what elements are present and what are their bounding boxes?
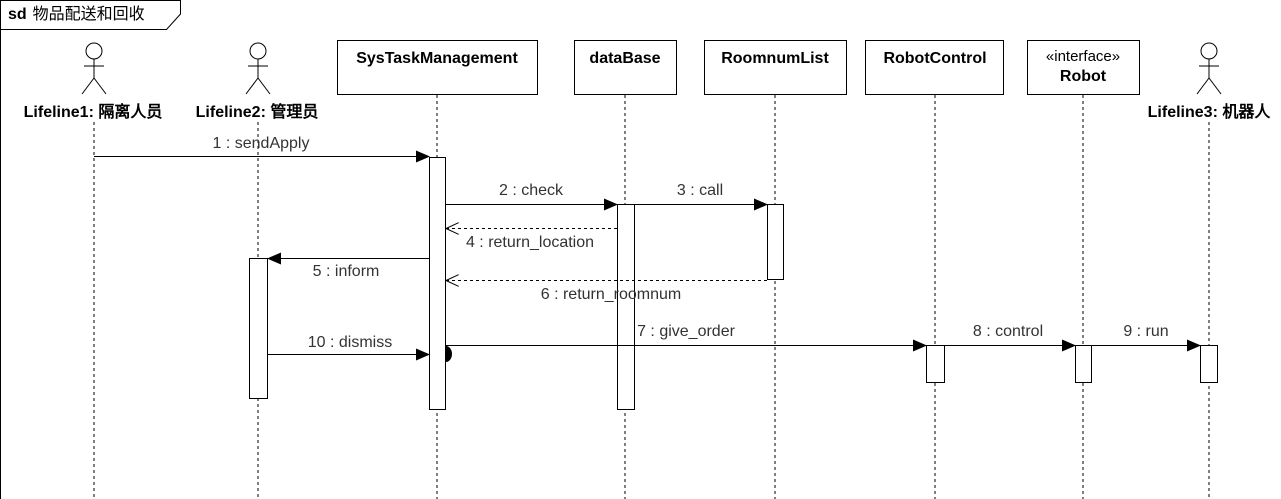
message-3-label: 3 : call [677, 182, 723, 199]
actor-lifeline3-icon [1196, 42, 1222, 95]
activation-systaskmanagement [429, 157, 446, 410]
object-robot-label: Robot [1060, 68, 1107, 85]
object-robotcontrol [865, 40, 1004, 95]
message-2-label: 2 : check [499, 182, 564, 199]
actor-lifeline2-icon [245, 42, 271, 95]
message-8-label: 8 : control [973, 323, 1043, 340]
object-systaskmanagement-label: SysTaskManagement [356, 50, 518, 67]
activation-robot [1075, 345, 1092, 383]
message-1-label: 1 : sendApply [213, 135, 310, 152]
activation-database [617, 204, 635, 410]
object-systaskmanagement [337, 40, 538, 95]
actor-lifeline1-label: Lifeline1: 隔离人员 [24, 102, 163, 121]
object-roomnumlist [704, 40, 847, 95]
message-4-label: 4 : return_location [466, 234, 594, 251]
message-7-label: 7 : give_order [637, 323, 736, 340]
object-database-label: dataBase [589, 50, 660, 67]
message-9-label: 9 : run [1123, 323, 1168, 340]
activation-robotcontrol [926, 345, 945, 383]
message-6-label: 6 : return_roomnum [541, 286, 682, 303]
message-10-label: 10 : dismiss [308, 334, 392, 351]
actor-lifeline1-icon [81, 42, 107, 95]
actor-lifeline3-label: Lifeline3: 机器人 [1148, 102, 1272, 121]
message-7-junction-mark [446, 346, 452, 362]
activation-roomnumlist [767, 204, 784, 280]
object-roomnumlist-label: RoomnumList [721, 50, 829, 67]
object-database [574, 40, 677, 95]
object-robot-stereotype: «interface» [1046, 48, 1120, 65]
actor-lifeline2-label: Lifeline2: 管理员 [196, 102, 319, 121]
object-robot [1027, 40, 1140, 95]
message-5-label: 5 : inform [313, 263, 380, 280]
activation-lifeline3 [1200, 345, 1218, 383]
activation-lifeline2 [249, 258, 268, 399]
object-robotcontrol-label: RobotControl [883, 50, 986, 67]
